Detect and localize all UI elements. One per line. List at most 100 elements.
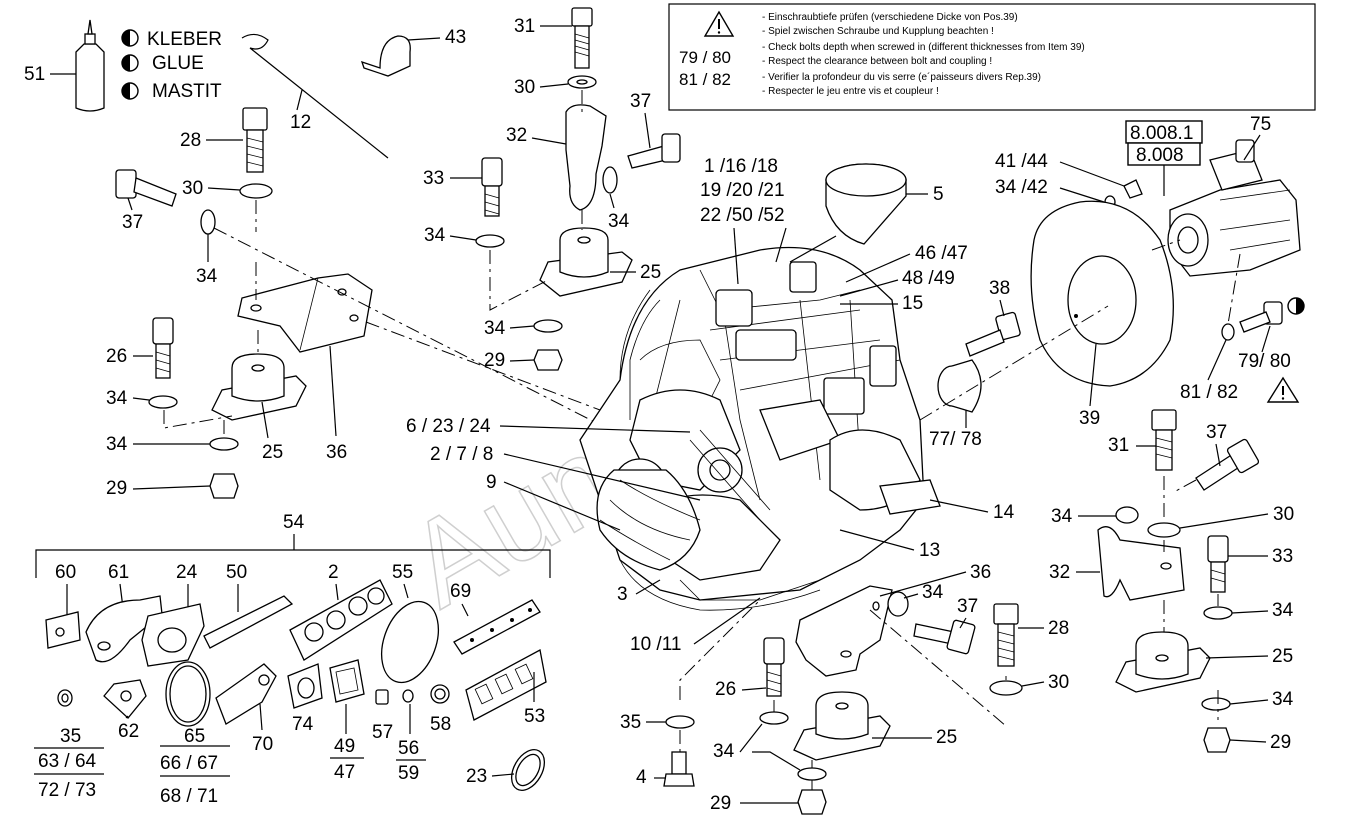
notice-line-1: - Einschraubtiefe prüfen (verschiedene D… — [762, 12, 1018, 23]
label-69: 69 — [450, 581, 471, 602]
label-37-top: 37 — [630, 91, 651, 112]
warning-icon — [1266, 376, 1300, 403]
label-65: 65 — [184, 726, 205, 747]
half-circle-icon — [121, 54, 139, 72]
bracket-32-right — [1097, 526, 1185, 601]
bolt-28-left — [242, 107, 268, 173]
half-circle-icon — [1287, 297, 1305, 315]
label-32-top: 32 — [506, 125, 527, 146]
half-circle-icon — [121, 29, 139, 47]
svg-text:8.008: 8.008 — [1136, 145, 1184, 166]
label-33-right: 33 — [1272, 546, 1293, 567]
label-32-right: 32 — [1049, 562, 1070, 583]
label-34-left: 34 — [196, 266, 218, 287]
label-34-right2: 34 — [1272, 600, 1294, 621]
label-25-top: 25 — [640, 262, 661, 283]
label-56: 56 — [398, 738, 419, 759]
label-top-line2: 19 /20 /21 — [700, 180, 785, 201]
legend-mastit: MASTIT — [152, 81, 222, 102]
label-30-right: 30 — [1273, 504, 1294, 525]
label-30-top: 30 — [514, 77, 535, 98]
label-6-23-24: 6 / 23 / 24 — [406, 416, 491, 437]
bolt-28-bottom — [993, 603, 1019, 667]
label-75: 75 — [1250, 114, 1271, 135]
label-57: 57 — [372, 722, 393, 743]
label-81-82: 81 / 82 — [1180, 382, 1238, 403]
label-35-bottom: 35 — [620, 712, 641, 733]
label-39: 39 — [1079, 408, 1100, 429]
label-34-topright: 34 — [608, 211, 630, 232]
label-50: 50 — [226, 562, 247, 583]
filter-5 — [825, 163, 907, 245]
notice-line-3: - Check bolts depth when screwed in (dif… — [762, 42, 1085, 53]
label-25-bottom: 25 — [936, 727, 957, 748]
notice-line-6: - Respecter le jeu entre vis et coupleur… — [762, 86, 939, 97]
label-36-bottom: 36 — [970, 562, 991, 583]
label-53: 53 — [524, 706, 545, 727]
label-31-right: 31 — [1108, 435, 1129, 456]
label-68-71: 68 / 71 — [160, 786, 218, 807]
label-61: 61 — [108, 562, 129, 583]
label-34-bottom: 34 — [922, 582, 944, 603]
label-3: 3 — [617, 584, 628, 605]
label-14: 14 — [993, 502, 1015, 523]
label-29-left: 29 — [106, 478, 127, 499]
label-15: 15 — [902, 293, 923, 314]
label-23: 23 — [466, 766, 487, 787]
label-70: 70 — [252, 734, 273, 755]
label-48-49: 48 /49 — [902, 268, 955, 289]
notice-line-4: - Respect the clearance between bolt and… — [762, 56, 992, 67]
socket-bolt-26-bottom — [763, 637, 785, 697]
label-34-top2: 34 — [484, 318, 506, 339]
nut-29-top — [533, 349, 563, 371]
half-circle-icon — [121, 82, 139, 100]
bolt-37-right — [1195, 438, 1260, 491]
nut-29-right — [1203, 727, 1231, 753]
label-34-left3: 34 — [106, 434, 128, 455]
bracket-36-left — [237, 273, 373, 353]
engine-mount-25-left — [211, 353, 307, 421]
label-29-right: 29 — [1270, 732, 1291, 753]
label-34-bottom2: 34 — [713, 741, 735, 762]
socket-bolt-26-left — [152, 317, 174, 379]
label-28-bottom: 28 — [1048, 618, 1069, 639]
label-4: 4 — [636, 767, 647, 788]
engine-mount-25-right — [1115, 631, 1211, 693]
label-29-top: 29 — [484, 350, 505, 371]
label-38: 38 — [989, 278, 1010, 299]
adhesive-legend: KLEBER GLUE MASTIT — [121, 29, 222, 102]
bolt-37-left — [115, 169, 177, 207]
ref-box-8-008-1: 8.008.1 — [1125, 120, 1203, 144]
label-79-80: 79/ 80 — [1238, 351, 1291, 372]
label-13: 13 — [919, 540, 940, 561]
legend-glue: GLUE — [152, 53, 204, 74]
label-34-right3: 34 — [1272, 689, 1294, 710]
label-46-47: 46 /47 — [915, 243, 968, 264]
label-54: 54 — [283, 512, 305, 533]
label-36-left: 36 — [326, 442, 347, 463]
label-62: 62 — [118, 721, 139, 742]
label-37-right: 37 — [1206, 422, 1227, 443]
engine-mount-25-bottom — [793, 691, 891, 761]
label-33: 33 — [423, 168, 444, 189]
label-60: 60 — [55, 562, 76, 583]
label-34-42: 34 /42 — [995, 177, 1048, 198]
label-47: 47 — [334, 762, 355, 783]
notice-ref-line1: 79 / 80 — [679, 48, 731, 67]
label-2: 2 — [328, 562, 339, 583]
warning-icon — [703, 10, 735, 37]
bolt-79-80 — [1239, 301, 1283, 333]
label-55: 55 — [392, 562, 413, 583]
notice-line-2: - Spiel zwischen Schraube und Kupplung b… — [762, 26, 994, 37]
label-77-78: 77/ 78 — [929, 429, 982, 450]
label-2-7-8: 2 / 7 / 8 — [430, 444, 493, 465]
hydraulic-pump-75 — [1167, 139, 1301, 277]
label-37-bottom: 37 — [957, 596, 978, 617]
label-26-bottom: 26 — [715, 679, 736, 700]
label-74: 74 — [292, 714, 314, 735]
label-59: 59 — [398, 763, 419, 784]
ref-box-8-008: 8.008 — [1127, 142, 1201, 166]
label-35: 35 — [60, 726, 81, 747]
notice-ref-line2: 81 / 82 — [679, 70, 731, 89]
